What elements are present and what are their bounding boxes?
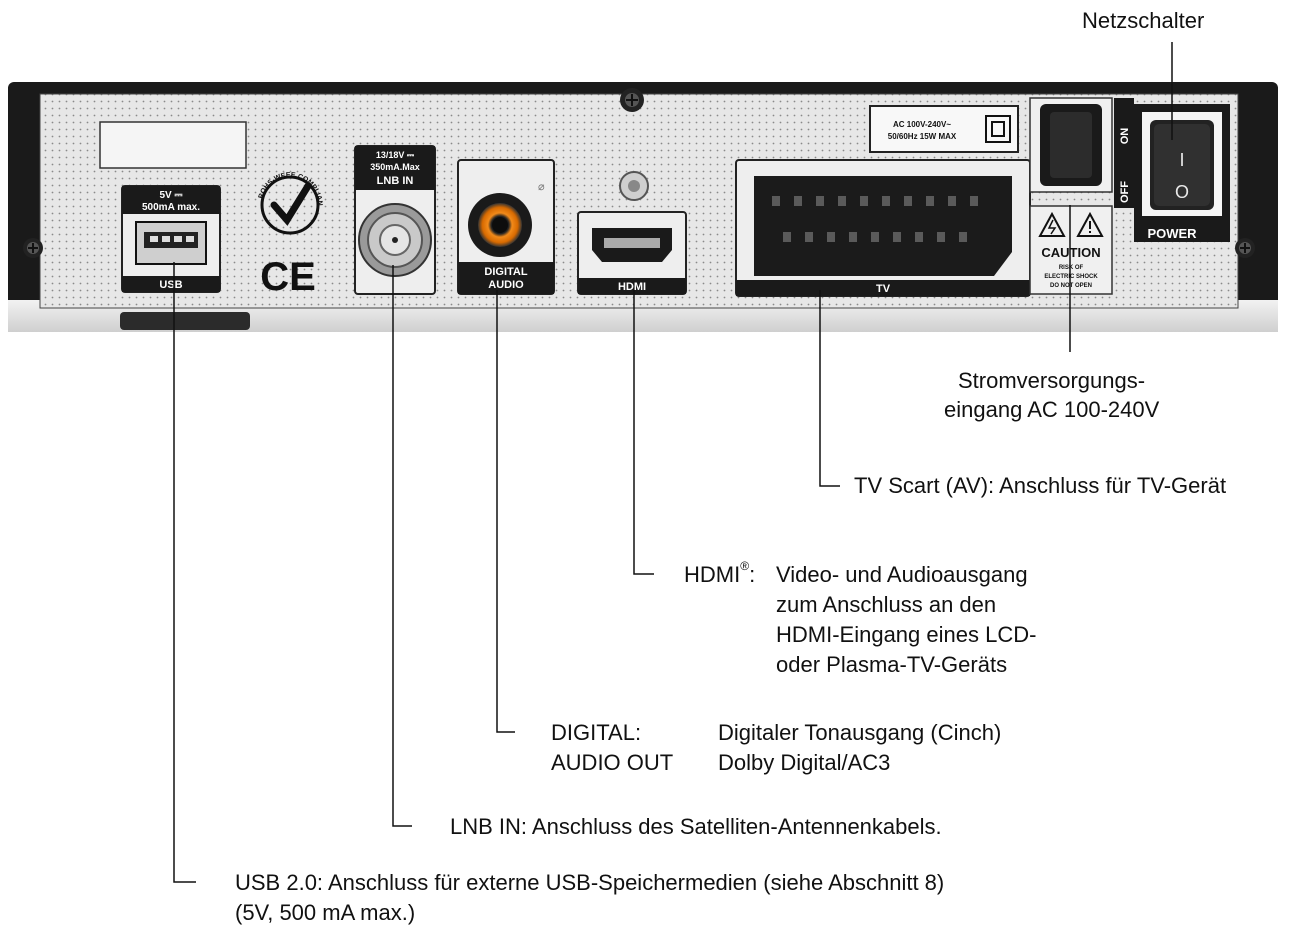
callout-digital-desc-line1: Digitaler Tonausgang (Cinch) <box>718 718 1001 747</box>
caution-line3: DO NOT OPEN <box>1050 283 1092 289</box>
usb-label: USB <box>159 279 182 291</box>
callout-hdmi-title: HDMI®: <box>684 560 755 589</box>
caution-label: CAUTION <box>1041 245 1100 260</box>
usb-rating-line2: 500mA max. <box>142 202 200 213</box>
hdmi-port-label: HDMI <box>618 281 646 293</box>
lnb-rating-line2: 350mA.Max <box>370 162 420 172</box>
callout-usb-line2: (5V, 500 mA max.) <box>235 898 415 927</box>
caution-line2: ELECTRIC SHOCK <box>1044 274 1098 280</box>
usb-port: 5V ⎓ 500mA max. USB <box>122 186 220 292</box>
hdmi-colon: : <box>749 562 755 587</box>
digital-audio-label-line2: AUDIO <box>488 279 524 291</box>
ce-mark: CE <box>260 255 316 299</box>
callout-power-in-line2: eingang AC 100-240V <box>944 395 1159 424</box>
lnb-label: LNB IN <box>377 175 414 187</box>
switch-on-label: ON <box>1119 128 1131 145</box>
callout-netzschalter: Netzschalter <box>1082 6 1204 35</box>
caution-line1: RISK OF <box>1059 265 1084 271</box>
callout-hdmi-line3: HDMI-Eingang eines LCD- <box>776 620 1036 649</box>
lnb-rating-line1: 13/18V ⎓ <box>376 150 415 160</box>
usb-rating-line1: 5V ⎓ <box>160 190 183 201</box>
switch-o-label: O <box>1175 182 1189 202</box>
hdmi-registered-mark: ® <box>740 559 749 573</box>
tv-port-label: TV <box>876 283 891 295</box>
switch-off-label: OFF <box>1119 181 1131 203</box>
power-label: POWER <box>1147 226 1197 241</box>
callout-hdmi-line4: oder Plasma-TV-Geräts <box>776 650 1007 679</box>
callout-power-in-line1: Stromversorgungs- <box>958 366 1145 395</box>
svg-text:⌀: ⌀ <box>538 181 545 193</box>
digital-audio-label-line1: DIGITAL <box>484 266 527 278</box>
digital-audio-port: ⌀ DIGITAL AUDIO <box>458 160 554 294</box>
power-rating-line2: 50/60Hz 15W MAX <box>888 132 957 141</box>
callout-hdmi-line2: zum Anschluss an den <box>776 590 996 619</box>
serial-label-area <box>100 122 246 168</box>
hdmi-title-text: HDMI <box>684 562 740 587</box>
callout-digital-title-line2: AUDIO OUT <box>551 748 673 777</box>
power-rating-line1: AC 100V-240V~ <box>893 120 951 129</box>
callout-hdmi-line1: Video- und Audioausgang <box>776 560 1028 589</box>
switch-i-label: I <box>1179 150 1184 170</box>
tv-scart-port: TV <box>736 160 1030 296</box>
lnb-in-port: 13/18V ⎓ 350mA.Max LNB IN <box>355 146 435 294</box>
callout-lnb: LNB IN: Anschluss des Satelliten-Antenne… <box>450 812 942 841</box>
callout-tv-scart: TV Scart (AV): Anschluss für TV-Gerät <box>854 471 1226 500</box>
power-rating-label: AC 100V-240V~ 50/60Hz 15W MAX <box>870 106 1018 152</box>
callout-digital-desc-line2: Dolby Digital/AC3 <box>718 748 890 777</box>
callout-digital-title-line1: DIGITAL: <box>551 718 641 747</box>
callout-usb-line1: USB 2.0: Anschluss für externe USB-Speic… <box>235 868 944 897</box>
